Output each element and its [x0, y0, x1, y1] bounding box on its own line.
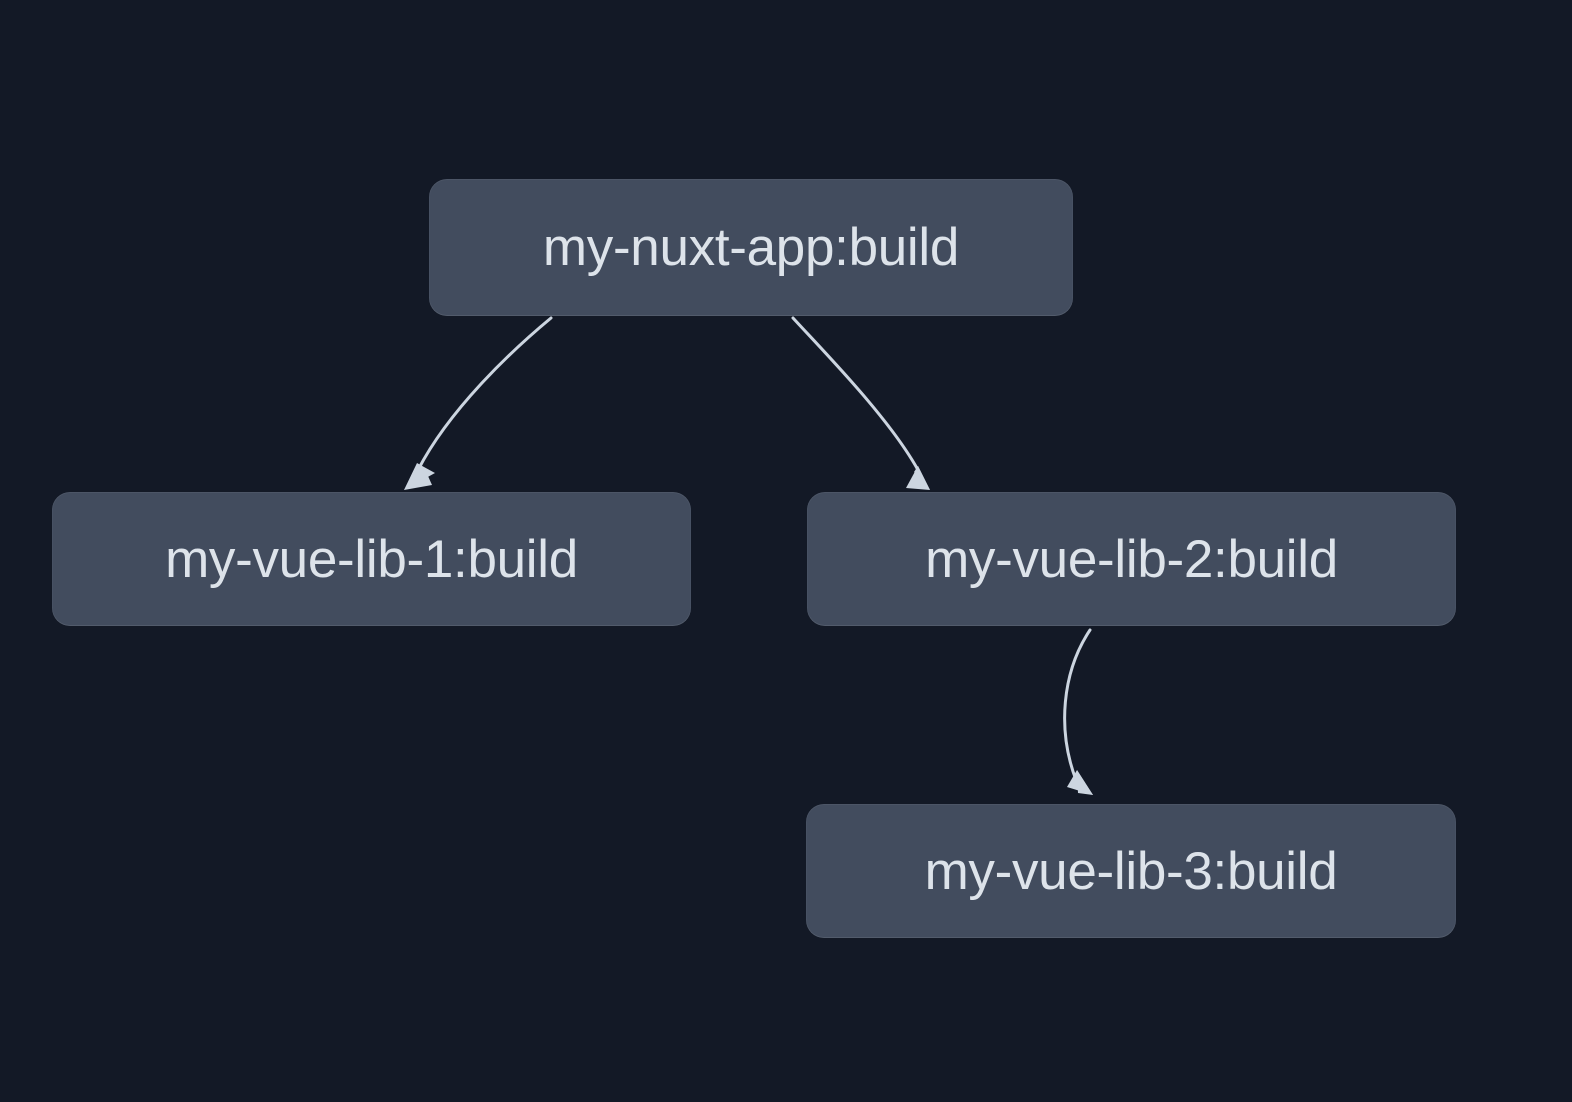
graph-edge-nuxt-app-to-vue-lib-2 [791, 316, 930, 490]
graph-node-label: my-vue-lib-2:build [925, 529, 1338, 589]
graph-node-my-nuxt-app-build[interactable]: my-nuxt-app:build [429, 179, 1073, 316]
graph-edge-vue-lib-2-to-vue-lib-3 [1063, 628, 1093, 795]
graph-node-label: my-nuxt-app:build [542, 218, 960, 277]
graph-node-my-vue-lib-2-build[interactable]: my-vue-lib-2:build [807, 492, 1456, 626]
graph-node-label: my-vue-lib-3:build [924, 841, 1338, 901]
graph-node-label: my-vue-lib-1:build [165, 529, 578, 589]
graph-edge-nuxt-app-to-vue-lib-1 [404, 316, 553, 490]
graph-node-my-vue-lib-1-build[interactable]: my-vue-lib-1:build [52, 492, 691, 626]
graph-node-my-vue-lib-3-build[interactable]: my-vue-lib-3:build [806, 804, 1456, 938]
